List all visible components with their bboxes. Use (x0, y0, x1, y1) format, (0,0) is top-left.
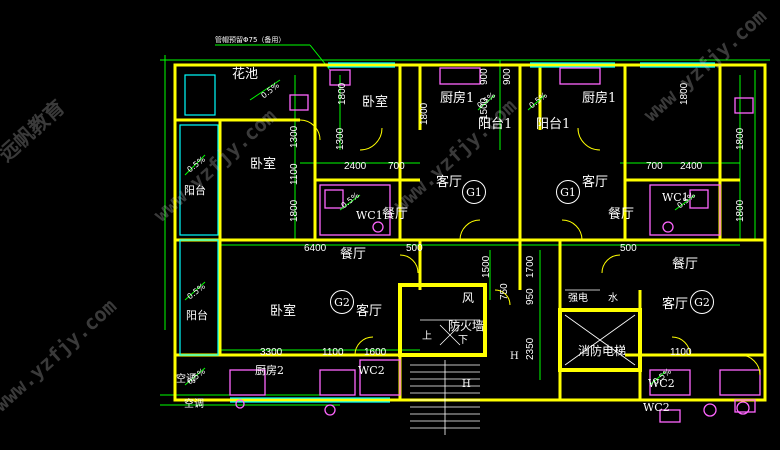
label-fire-wall: 防火墙 (448, 319, 485, 333)
dim-750: 750 (499, 283, 510, 300)
dim-2350: 2350 (525, 337, 536, 360)
room-dining-1: 餐厅 (382, 207, 409, 222)
slope-arrows (184, 79, 696, 386)
label-h-a: H (510, 351, 519, 362)
dim-500a: 500 (406, 243, 423, 254)
label-wc1a: WC1 (356, 209, 383, 222)
label-wc2b: WC2 (648, 377, 675, 390)
dim-900a: 900 (479, 68, 490, 85)
room-bedroom-2: 卧室 (250, 157, 277, 172)
dim-950: 950 (525, 288, 536, 305)
dim-1800c: 1800 (679, 82, 690, 105)
label-wc2c: WC2 (643, 401, 670, 414)
label-h-b: H (462, 379, 471, 390)
room-kitchen-1b: 厨房1 (582, 91, 617, 106)
label-wc2a: WC2 (358, 364, 385, 377)
room-bedroom-3: 卧室 (270, 304, 297, 319)
windows (179, 62, 715, 403)
pipe-cap-note: 管帽预留Φ75（备用） (215, 36, 286, 44)
stairs (410, 319, 480, 435)
dim-1800a: 1800 (337, 82, 348, 105)
dim-1800f: 1800 (419, 102, 430, 125)
dim-1100a: 1100 (289, 163, 300, 185)
unit-tag-g1-left: G1 (462, 180, 486, 204)
label-ac-1: 空调 (176, 374, 196, 385)
dim-6400: 6400 (304, 243, 327, 254)
dim-500b: 500 (620, 243, 637, 254)
room-balcony-a: 阳台 (184, 184, 206, 197)
label-up-a: 上 (422, 331, 432, 342)
dim-1700: 1700 (525, 255, 536, 278)
unit-tag-g1-right: G1 (556, 180, 580, 204)
room-balcony-1a: 阳台1 (478, 117, 513, 132)
room-dining-3: 餐厅 (340, 247, 367, 262)
dim-2400b: 2400 (680, 161, 703, 172)
dim-700a: 700 (388, 161, 405, 172)
dim-3300: 3300 (260, 347, 283, 358)
room-living-2: 客厅 (582, 175, 609, 190)
dim-1800d: 1800 (735, 127, 746, 150)
room-kitchen-1a: 厨房1 (440, 91, 475, 106)
room-bedroom-1: 卧室 (362, 95, 389, 110)
room-flower-pond: 花池 (232, 67, 259, 82)
dim-1300: 1300 (289, 125, 300, 148)
dim-1800b: 1800 (289, 199, 300, 222)
room-living-1: 客厅 (436, 175, 463, 190)
dim-1600: 1600 (364, 347, 387, 358)
room-kitchen-2: 厨房2 (255, 364, 284, 377)
label-wind: 风 (462, 291, 475, 305)
dim-1100c: 1100 (670, 347, 692, 358)
dim-1300b: 1300 (335, 127, 346, 150)
room-balcony-b: 阳台 (186, 309, 208, 322)
dim-700b: 700 (646, 161, 663, 172)
dim-1500b: 1500 (481, 255, 492, 278)
door-swings (299, 119, 761, 376)
room-balcony-1b: 阳台1 (536, 117, 571, 132)
label-down-a: 下 (458, 335, 468, 346)
unit-tag-g2-left: G2 (330, 290, 354, 314)
room-living-3: 客厅 (356, 304, 383, 319)
label-wc1b: WC1 (662, 191, 689, 204)
dim-900b: 900 (502, 68, 513, 85)
dim-1800e: 1800 (735, 199, 746, 222)
room-living-4: 客厅 (662, 297, 689, 312)
dim-2400a: 2400 (344, 161, 367, 172)
dim-1100b: 1100 (322, 347, 344, 358)
unit-tag-g2-right: G2 (690, 290, 714, 314)
label-strong-elec: 强电 (568, 293, 588, 304)
fixtures (229, 67, 761, 423)
label-fire-elevator: 消防电梯 (578, 344, 627, 358)
elevator-shaft (564, 289, 636, 366)
label-ac-2: 空调 (184, 399, 204, 410)
room-dining-4: 餐厅 (672, 257, 699, 272)
label-water: 水 (608, 293, 618, 304)
room-dining-2: 餐厅 (608, 207, 635, 222)
